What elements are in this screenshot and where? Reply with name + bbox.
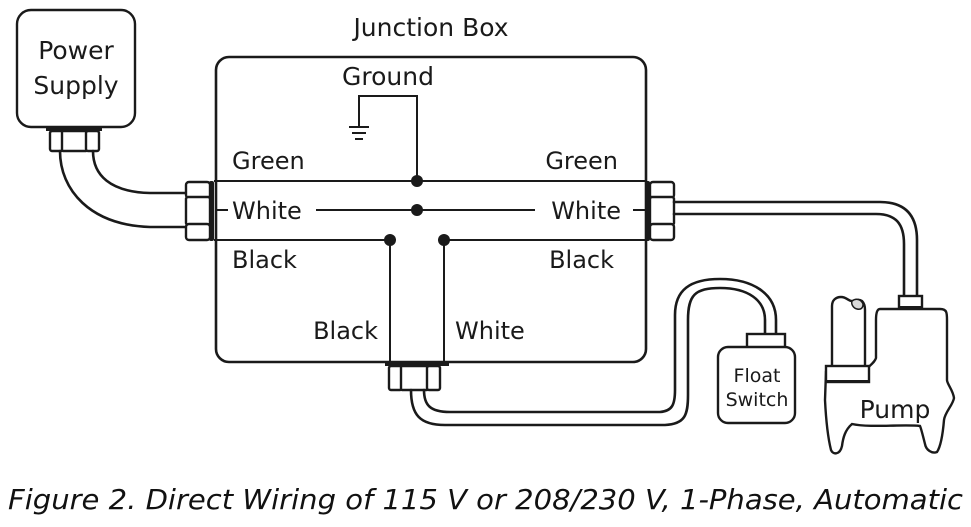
junction-box-bottom-connector — [385, 362, 449, 392]
white-junction-dot — [411, 204, 423, 216]
right-white-label: White — [551, 197, 621, 225]
power-supply-label-line1: Power — [38, 36, 114, 65]
green-junction-dot — [411, 175, 423, 187]
right-black-label: Black — [549, 246, 614, 274]
left-green-label: Green — [232, 147, 305, 175]
pump-cable — [672, 200, 919, 298]
float-switch-label-line1: Float — [734, 365, 781, 387]
ground-icon — [349, 95, 418, 181]
power-supply-box — [15, 8, 137, 129]
power-conduit — [58, 149, 188, 229]
bottom-black-label: Black — [313, 317, 378, 345]
connector-nut-center — [60, 129, 89, 153]
junction-box-left-connector — [184, 180, 214, 242]
float-switch: Float Switch — [716, 332, 797, 425]
black-junction-dot-right — [438, 234, 450, 246]
connector-flange — [46, 127, 102, 131]
ground-label: Ground — [342, 62, 434, 91]
pump-float-cap — [851, 298, 864, 310]
pump-float-clamp — [824, 364, 871, 384]
junction-box-title: Junction Box — [351, 13, 508, 42]
left-black-label: Black — [232, 246, 297, 274]
left-white-label: White — [232, 197, 302, 225]
pump: Pump — [823, 294, 956, 455]
right-green-label: Green — [545, 147, 618, 175]
float-switch-label-line2: Switch — [726, 389, 789, 411]
bottom-white-label: White — [455, 317, 525, 345]
power-supply-connector — [46, 127, 102, 153]
float-switch-box — [716, 345, 797, 425]
junction-box-right-connector — [645, 180, 676, 242]
black-junction-dot-left — [384, 234, 396, 246]
power-supply-label-line2: Supply — [33, 71, 118, 100]
junction-box-wires — [214, 175, 646, 362]
pump-label: Pump — [860, 395, 931, 424]
figure-caption: Figure 2. Direct Wiring of 115 V or 208/… — [8, 483, 964, 516]
power-supply: Power Supply — [15, 8, 137, 153]
connector-nut-right — [84, 129, 101, 153]
float-switch-cable — [409, 277, 778, 427]
